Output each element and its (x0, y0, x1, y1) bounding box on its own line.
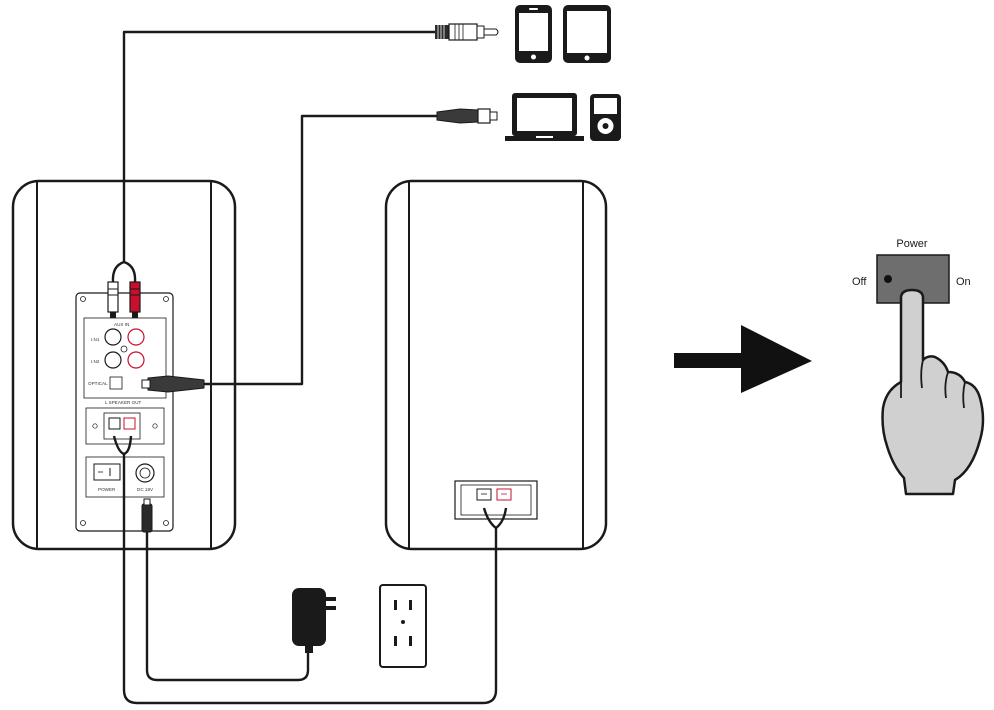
wall-outlet-icon (379, 584, 427, 668)
power-label: POWER (98, 487, 116, 492)
optical-label: OPTICAL (88, 381, 108, 386)
left-speaker: AUX IN I.N1 I.N2 OPTICAL L SPEAKER OUT (11, 179, 237, 551)
dc-plug (141, 498, 153, 533)
off-label: Off (852, 276, 867, 288)
optical-plug-panel (141, 375, 205, 393)
right-black-terminal (476, 488, 492, 501)
speaker-wire (122, 454, 498, 705)
laptop-icon (505, 93, 584, 141)
tablet-icon (563, 5, 611, 63)
aux-label: AUX IN (114, 322, 129, 327)
right-speaker (384, 179, 608, 551)
panel-power-switch (93, 463, 121, 481)
dc-label: DC 18V (137, 487, 154, 492)
music-player-icon (590, 94, 621, 141)
optical-port (109, 376, 123, 390)
red-speaker-terminal (123, 417, 136, 430)
on-label: On (956, 276, 971, 288)
in2-label: I.N2 (91, 359, 100, 364)
power-switch-callout: Power Off On (852, 238, 985, 496)
power-switch-title: Power (896, 238, 928, 250)
power-adapter-icon (292, 588, 336, 653)
switch-indicator-dot (884, 275, 892, 283)
power-cable (145, 532, 310, 682)
in1-label: I.N1 (91, 337, 100, 342)
aux-plug-3-5mm (435, 23, 499, 41)
speaker-out-label: L SPEAKER OUT (105, 400, 142, 405)
optical-cable (204, 114, 437, 386)
hand-pressing-icon (881, 288, 985, 496)
rca-red-jack-2 (127, 351, 145, 369)
rca-plugs (107, 281, 141, 318)
black-speaker-terminal (108, 417, 121, 430)
rear-panel: AUX IN I.N1 I.N2 OPTICAL L SPEAKER OUT (75, 292, 174, 532)
rca-red-jack-1 (127, 328, 145, 346)
rca-white-jack-1 (104, 328, 122, 346)
aux-cable (122, 30, 435, 262)
arrow-icon (674, 325, 812, 393)
optical-plug-top (436, 108, 498, 124)
right-red-terminal (496, 488, 512, 501)
rca-white-jack-2 (104, 351, 122, 369)
cables (111, 30, 508, 705)
phone-icon (515, 5, 552, 63)
